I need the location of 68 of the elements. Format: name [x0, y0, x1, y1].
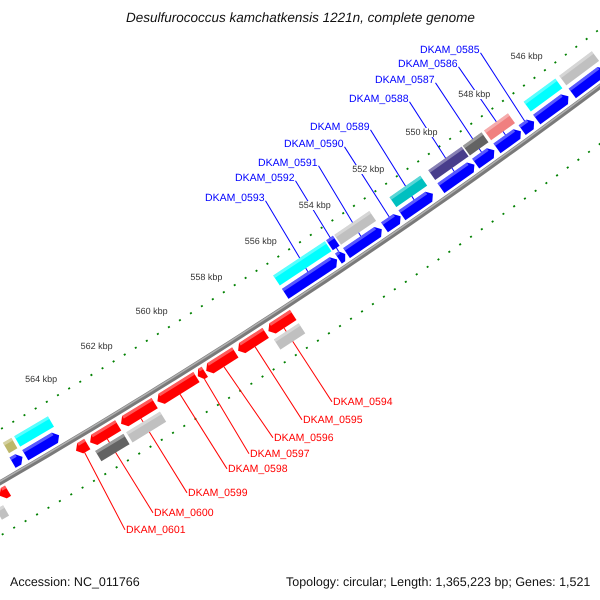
gene-label: DKAM_0585 — [420, 44, 480, 55]
gene-feature — [76, 438, 90, 454]
scale-label: 558 kbp — [189, 272, 224, 282]
genome-stats-text: Topology: circular; Length: 1,365,223 bp; Genes: 1,521 — [286, 576, 590, 588]
leader-line — [204, 378, 250, 454]
gene-feature — [238, 328, 269, 354]
scale-label: 560 kbp — [134, 307, 169, 316]
scale-label: 552 kbp — [351, 164, 386, 174]
scale-label: 562 kbp — [80, 342, 114, 351]
scale-label: 556 kbp — [244, 237, 278, 246]
gene-block — [428, 146, 469, 180]
leader-line — [435, 82, 482, 153]
gene-label: DKAM_0600 — [154, 508, 214, 518]
gene-label: DKAM_0593 — [205, 192, 265, 203]
gene-block — [462, 132, 488, 156]
gene-label: DKAM_0592 — [235, 172, 295, 183]
leader-line — [318, 165, 362, 237]
gene-feature — [206, 347, 238, 374]
gene-feature — [335, 251, 346, 264]
leader-line — [480, 52, 526, 122]
gene-label: DKAM_0590 — [284, 138, 344, 149]
leader-line — [295, 180, 339, 252]
gene-feature — [533, 94, 568, 124]
leader-line — [180, 394, 228, 470]
leader-line — [84, 452, 126, 530]
accession-text: Accession: NC_011766 — [10, 576, 140, 588]
gene-label: DKAM_0601 — [126, 524, 186, 535]
gene-block — [95, 434, 130, 462]
leader-line — [370, 129, 414, 200]
gene-label: DKAM_0595 — [303, 414, 363, 425]
leader-line — [265, 200, 308, 272]
gene-block — [126, 412, 166, 442]
gene-feature — [381, 214, 401, 232]
gene-feature — [10, 454, 22, 468]
title: Desulfurococcus kamchatkensis 1221n, complete genome — [126, 11, 475, 24]
gene-label: DKAM_0594 — [333, 396, 393, 407]
gene-block — [0, 505, 10, 520]
leader-line — [254, 346, 302, 420]
gene-block — [390, 176, 428, 208]
gene-label: DKAM_0587 — [375, 74, 435, 85]
leader-line — [344, 146, 390, 218]
gene-feature — [0, 486, 12, 498]
scale-label: 548 kbp — [457, 90, 492, 100]
scale-label: 564 kbp — [24, 375, 58, 384]
gene-label: DKAM_0588 — [349, 94, 409, 104]
gene-feature — [568, 67, 600, 98]
gene-block — [2, 438, 18, 454]
gene-label: DKAM_0599 — [188, 488, 248, 498]
leader-line — [140, 418, 188, 494]
gene-block — [484, 113, 515, 140]
gene-label: DKAM_0586 — [398, 58, 458, 69]
gene-label: DKAM_0596 — [274, 432, 334, 443]
gene-label: DKAM_0591 — [258, 158, 318, 168]
gene-feature — [157, 372, 200, 404]
gene-label: DKAM_0589 — [310, 122, 370, 132]
gene-block — [274, 323, 306, 350]
leader-line — [106, 438, 154, 514]
scale-label: 550 kbp — [404, 128, 438, 137]
leader-line — [224, 366, 274, 438]
gene-feature — [518, 120, 534, 135]
scale-label: 554 kbp — [298, 201, 332, 210]
scale-label: 546 kbp — [510, 52, 544, 61]
gene-feature — [22, 432, 60, 460]
gene-label: DKAM_0598 — [228, 464, 288, 474]
leader-line — [284, 328, 332, 402]
gene-feature — [198, 366, 208, 380]
gene-label: DKAM_0597 — [250, 448, 310, 459]
gene-block — [334, 211, 376, 245]
